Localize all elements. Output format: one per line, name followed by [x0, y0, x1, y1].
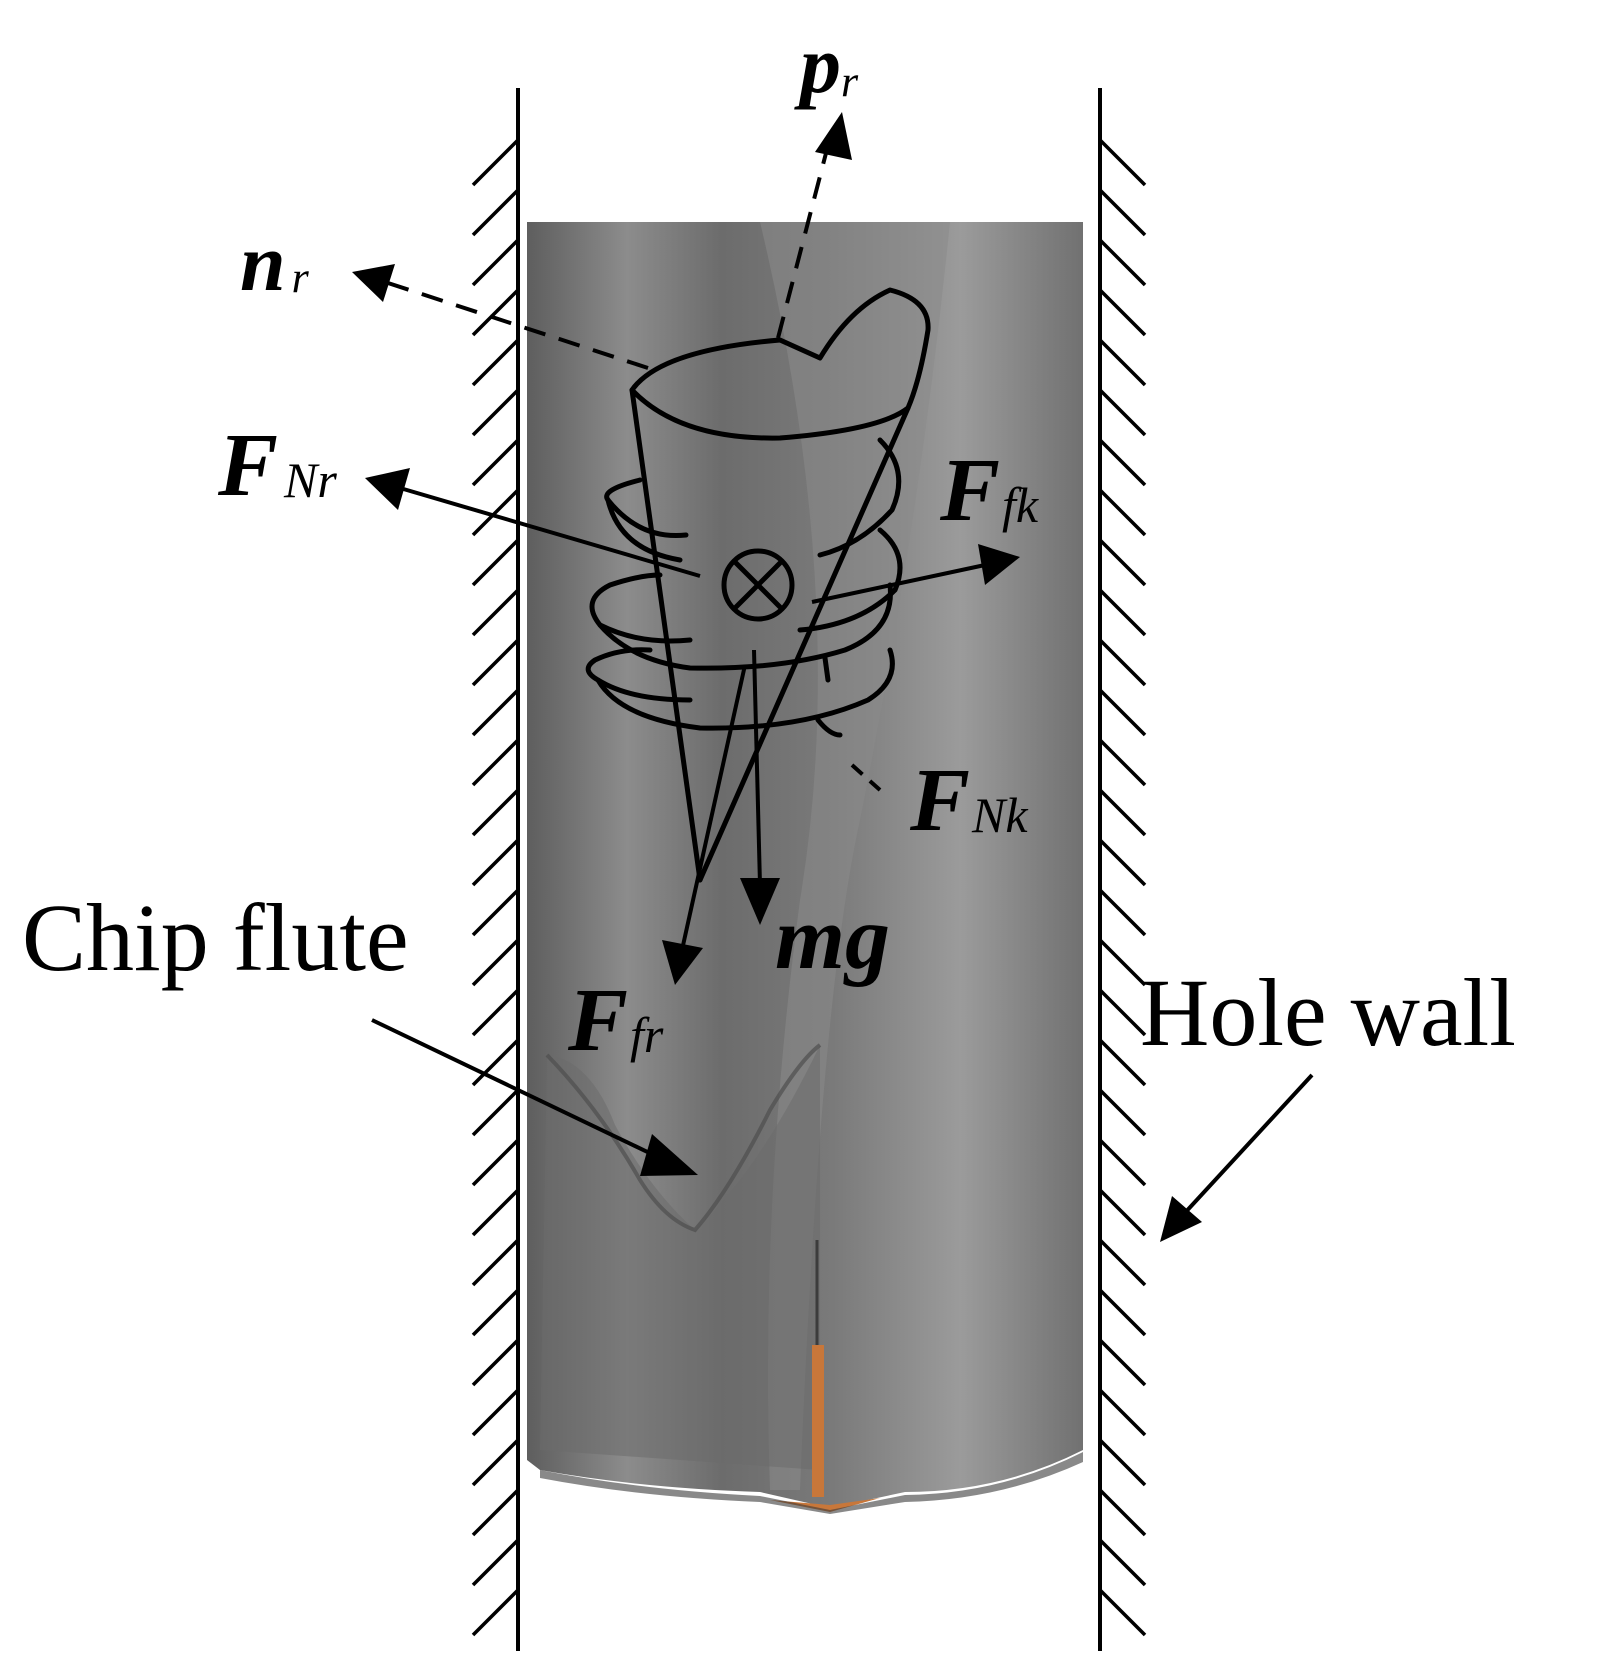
hatch-line: [471, 738, 520, 787]
hatch-line: [471, 138, 520, 187]
hatch-line: [471, 1338, 520, 1387]
hole-wall-left-hatching: [471, 138, 520, 1637]
hatch-line: [471, 1088, 520, 1137]
hatch-line: [1098, 1138, 1147, 1187]
label-F-Nk: FNk: [909, 751, 1028, 850]
chip-flute-arrow: [371, 1018, 661, 1160]
hatch-line: [471, 1488, 520, 1537]
hatch-line: [471, 188, 520, 237]
hatch-line: [471, 438, 520, 487]
drill-body: [527, 222, 1083, 1514]
hatch-line: [1098, 238, 1147, 287]
hatch-line: [1098, 1538, 1147, 1587]
hatch-line: [471, 538, 520, 587]
hatch-line: [1098, 1038, 1147, 1087]
hatch-line: [1098, 438, 1147, 487]
hole-wall-right-hatching: [1098, 138, 1147, 1637]
hatch-line: [1098, 1188, 1147, 1237]
hole-wall-arrow: [1180, 1073, 1314, 1218]
hatch-line: [471, 1388, 520, 1437]
label-F-fk: Ffk: [939, 441, 1039, 540]
hatch-line: [1098, 538, 1147, 587]
vector-F-Nk: [850, 763, 882, 792]
hatch-line: [1098, 388, 1147, 437]
hatch-line: [471, 888, 520, 937]
hatch-line: [471, 938, 520, 987]
hatch-line: [471, 1188, 520, 1237]
vector-F-Nr: [399, 486, 701, 578]
hatch-line: [1098, 788, 1147, 837]
vector-F-fr: [680, 664, 747, 951]
hatch-line: [471, 1238, 520, 1287]
hatch-line: [471, 788, 520, 837]
hatch-line: [1098, 1288, 1147, 1337]
hatch-line: [471, 488, 520, 537]
hatch-line: [471, 338, 520, 387]
hatch-line: [1098, 638, 1147, 687]
hatch-line: [471, 1138, 520, 1187]
vector-mg: [752, 649, 762, 886]
hatch-line: [471, 688, 520, 737]
hatch-line: [1098, 138, 1147, 187]
label-mg: mg: [775, 889, 890, 988]
hatch-line: [1098, 488, 1147, 537]
hatch-line: [471, 238, 520, 287]
chip-drawing: [585, 287, 931, 883]
hatch-line: [1098, 1438, 1147, 1487]
hatch-line: [471, 1038, 520, 1087]
hatch-line: [471, 838, 520, 887]
hatch-line: [471, 288, 520, 337]
hatch-line: [471, 988, 520, 1037]
hatch-line: [471, 1538, 520, 1587]
out-of-plane-circle: [721, 548, 795, 622]
hatch-line: [1098, 688, 1147, 737]
hatch-line: [471, 388, 520, 437]
hatch-line: [1098, 988, 1147, 1037]
hatch-line: [471, 588, 520, 637]
hatch-line: [1098, 888, 1147, 937]
hatch-line: [471, 1588, 520, 1637]
force-vectors: [352, 112, 1314, 1242]
hatch-line: [1098, 188, 1147, 237]
label-F-fr: Ffr: [567, 971, 664, 1070]
cutting-edge: [812, 1345, 824, 1497]
vector-n-r: [384, 280, 649, 370]
hatch-line: [1098, 738, 1147, 787]
hatch-line: [1098, 1338, 1147, 1387]
hatch-line: [471, 1438, 520, 1487]
hatch-line: [1098, 938, 1147, 987]
hatch-line: [1098, 1488, 1147, 1537]
vector-F-fk: [811, 563, 986, 604]
hatch-line: [1098, 588, 1147, 637]
hatch-line: [1098, 338, 1147, 387]
hatch-line: [1098, 1088, 1147, 1137]
hatch-line: [1098, 1238, 1147, 1287]
hatch-line: [1098, 838, 1147, 887]
hatch-line: [471, 638, 520, 687]
hatch-line: [1098, 288, 1147, 337]
label-p-r: pr: [794, 19, 859, 110]
hatch-line: [471, 1288, 520, 1337]
label-hole-wall: Hole wall: [1140, 959, 1516, 1066]
label-chip-flute: Chip flute: [22, 884, 409, 991]
hatch-line: [1098, 1388, 1147, 1437]
hatch-line: [1098, 1588, 1147, 1637]
